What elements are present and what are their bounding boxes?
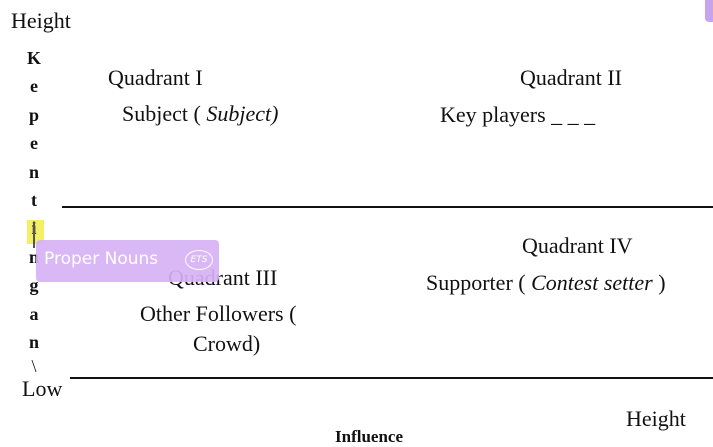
x-axis-right-label: Height [626, 406, 686, 431]
quadrant-4-text: Supporter ( Contest setter ) [426, 270, 666, 296]
y-axis-char: t [31, 190, 37, 211]
quadrant-4-text-plain: Supporter ( [426, 270, 532, 295]
quadrant-2-text: Key players _ _ _ [440, 102, 596, 127]
horizontal-divider [62, 206, 713, 208]
quadrant-4-text-italic: Contest setter [531, 270, 653, 295]
y-axis-char: n [28, 332, 39, 353]
quadrant-2-title: Quadrant II [520, 65, 623, 90]
y-axis-char: n [28, 246, 39, 267]
y-axis-char: e [30, 133, 38, 154]
quadrant-3-text-italic: Crowd) [193, 331, 261, 356]
ets-logo-icon: ETS [185, 250, 213, 270]
y-axis-bottom-label: Low [22, 376, 63, 401]
y-axis-char: K [27, 48, 42, 68]
x-axis-label: Influence [335, 427, 403, 446]
text-highlight [27, 220, 44, 244]
y-axis-char: \ [31, 356, 37, 377]
quadrant-1-title: Quadrant I [108, 65, 203, 90]
text-cursor [33, 222, 35, 248]
y-axis-char: e [30, 76, 38, 97]
y-axis-char: a [29, 303, 39, 324]
y-axis-top-label: Height [11, 8, 71, 33]
quadrant-4-text-end: ) [652, 270, 666, 295]
quadrant-1-text: Subject ( Subject) [122, 101, 278, 127]
quadrant-1-text-plain: Subject ( [122, 101, 207, 126]
quadrant-1-text-italic: Subject) [206, 101, 279, 126]
y-axis-char: p [28, 104, 39, 125]
x-axis-line [70, 377, 713, 379]
edge-tab[interactable] [705, 0, 713, 22]
proper-nouns-badge[interactable]: Proper Nouns ETS [36, 240, 219, 282]
y-axis-char: g [29, 275, 39, 296]
y-axis-label: K e p e n t i n g a n \ [27, 44, 41, 376]
quadrant-4-title: Quadrant IV [522, 233, 633, 258]
y-axis-char: n [28, 161, 39, 182]
proper-nouns-label: Proper Nouns [44, 249, 159, 269]
quadrant-3-text: Other Followers ( [140, 301, 297, 326]
